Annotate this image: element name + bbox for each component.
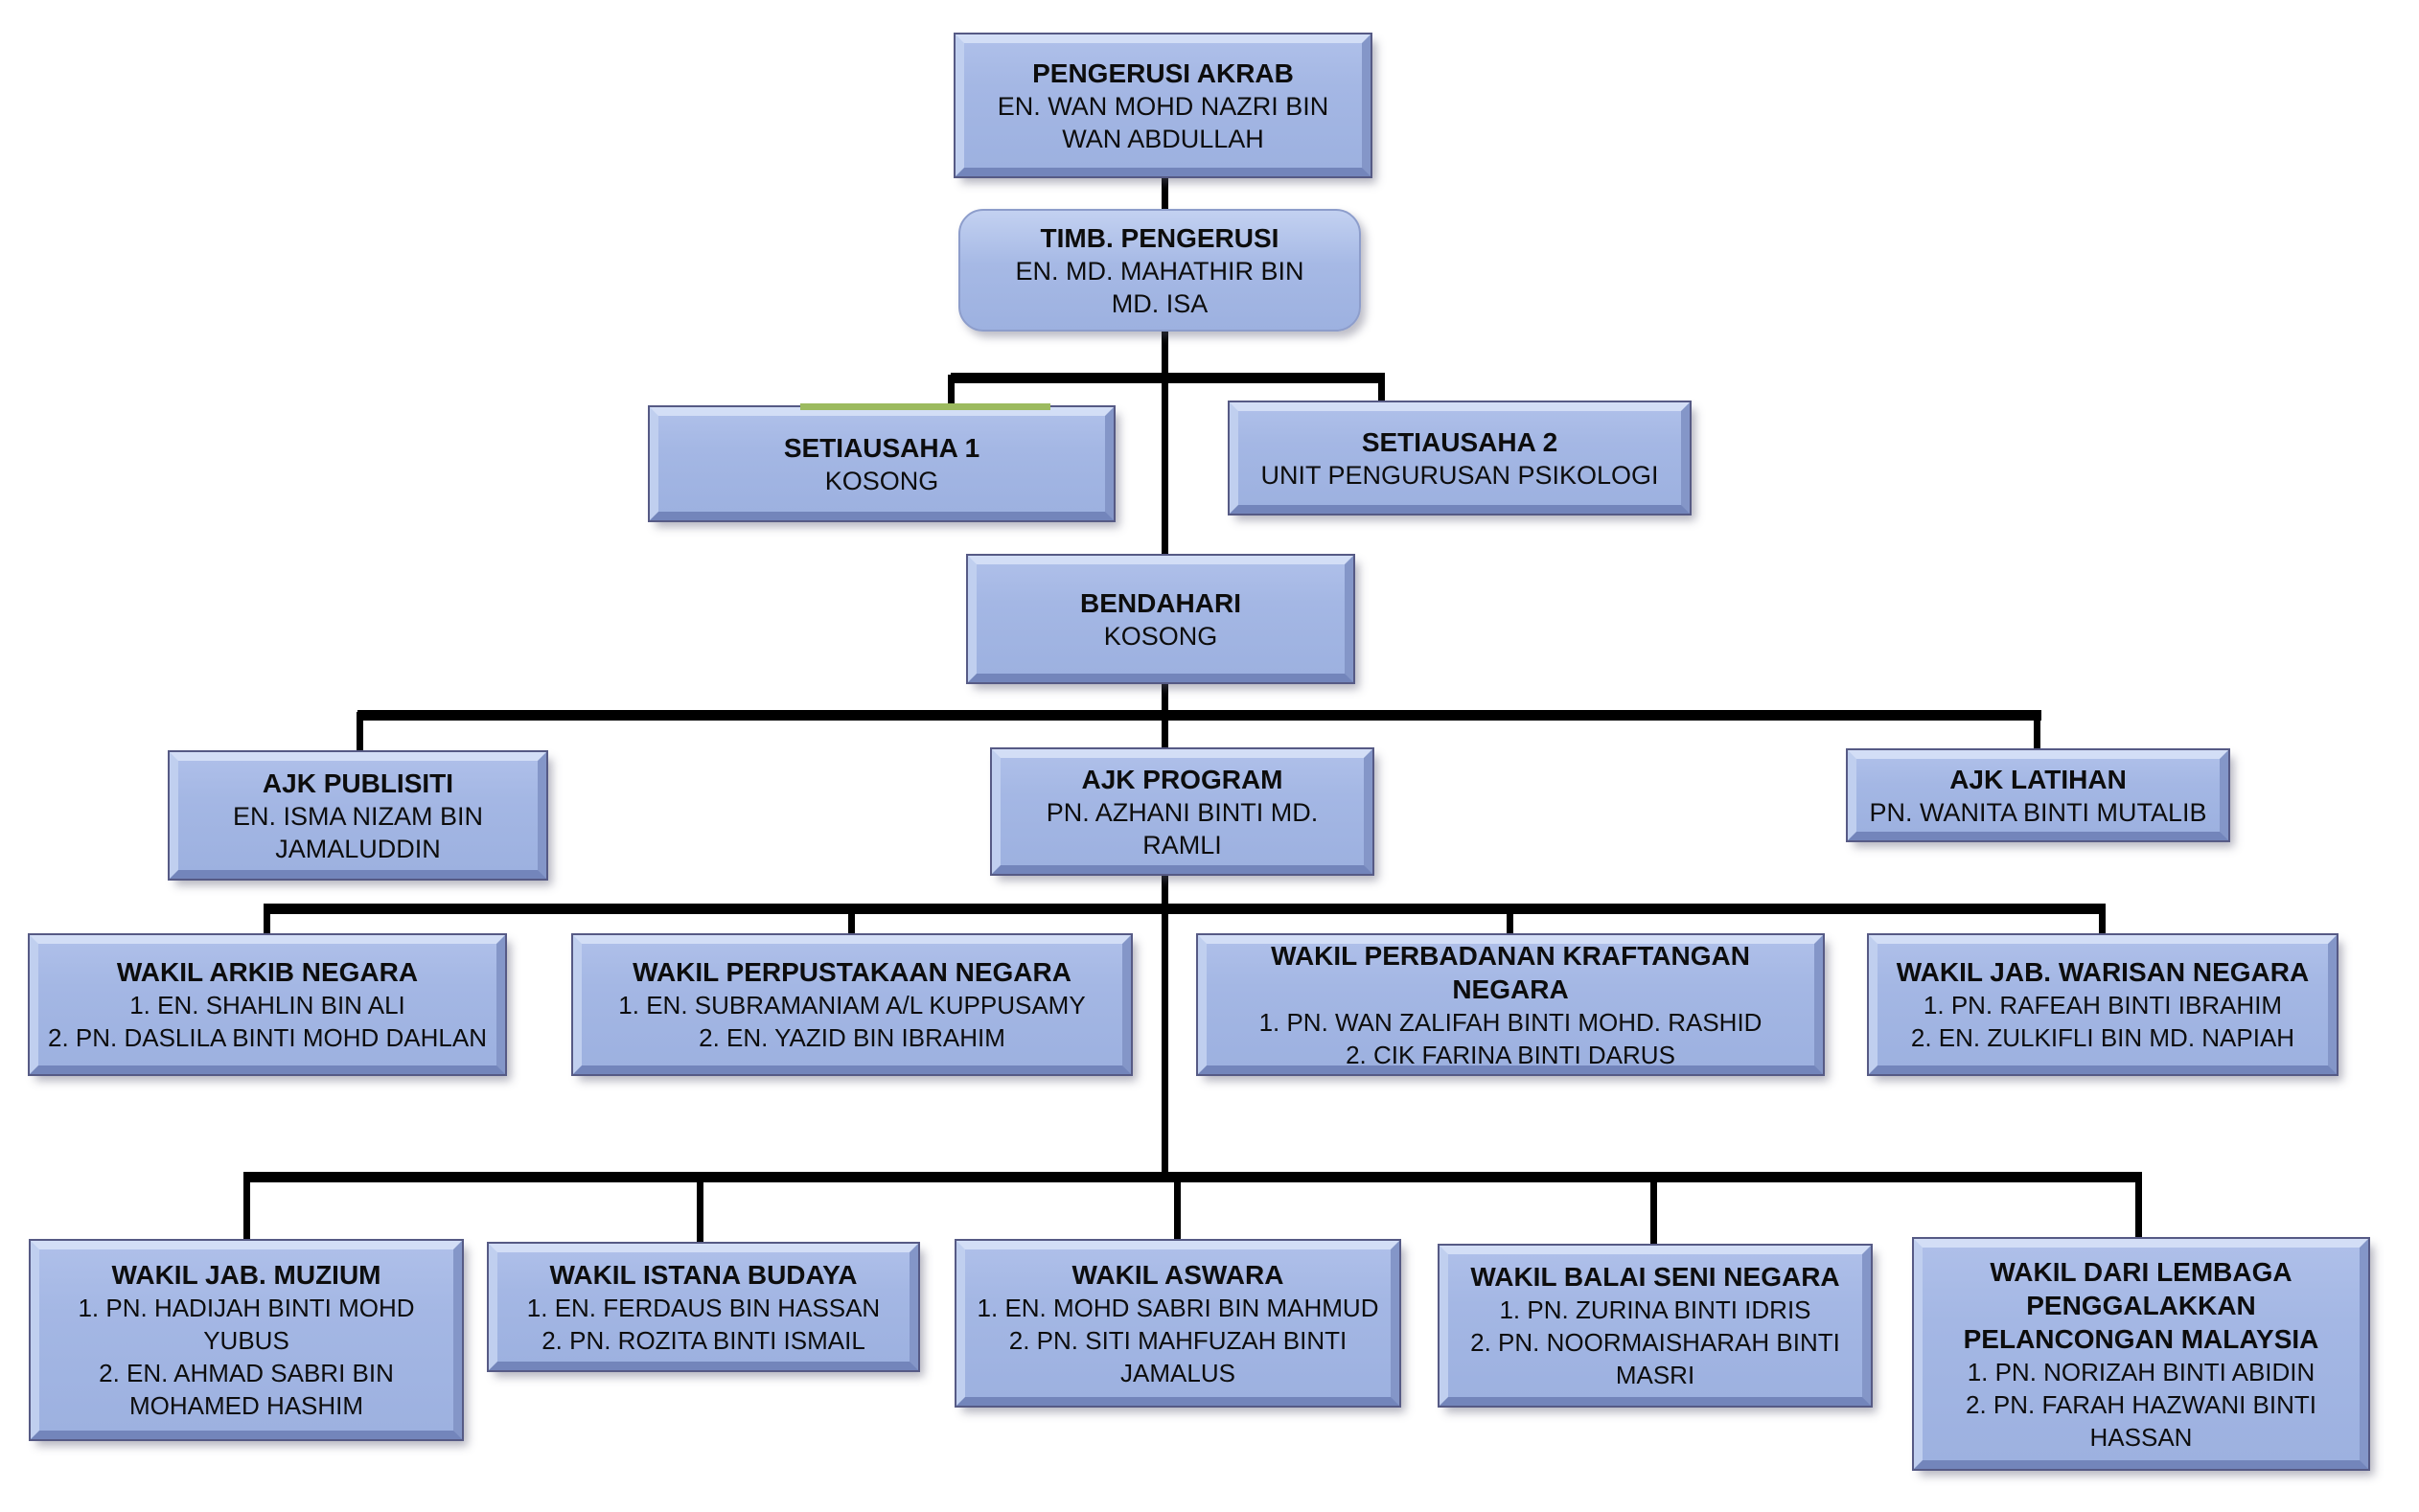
node-wakil-istana-title: WAKIL ISTANA BUDAYA (549, 1259, 858, 1290)
connector-branch-kraftangan (1507, 905, 1513, 940)
node-wakil-kraftangan: WAKIL PERBADANAN KRAFTANGAN NEGARA 1. PN… (1196, 933, 1825, 1076)
node-wakil-balai-member1: 1. PN. ZURINA BINTI IDRIS (1499, 1295, 1811, 1324)
node-wakil-warisan-member2: 2. EN. ZULKIFLI BIN MD. NAPIAH (1910, 1023, 2295, 1052)
connector-branch-muzium (243, 1174, 250, 1245)
node-wakil-aswara-member2: 2. PN. SITI MAHFUZAH BINTI JAMALUS (1008, 1325, 1348, 1387)
node-wakil-balai-member2: 2. PN. NOORMAISHARAH BINTI MASRI (1470, 1328, 1840, 1389)
connector-branch-istana (697, 1174, 703, 1248)
node-wakil-muzium-title: WAKIL JAB. MUZIUM (111, 1260, 381, 1290)
connector-branch-setiausaha2 (1378, 375, 1385, 408)
node-wakil-muzium: WAKIL JAB. MUZIUM 1. PN. HADIJAH BINTI M… (29, 1239, 464, 1441)
connector-pengerusi-timb (1162, 174, 1168, 213)
node-wakil-lembaga: WAKIL DARI LEMBAGA PENGGALAKKAN PELANCON… (1912, 1237, 2370, 1471)
node-timb-pengerusi: TIMB. PENGERUSI EN. MD. MAHATHIR BIN MD.… (958, 209, 1361, 332)
node-wakil-perpustakaan-member2: 2. EN. YAZID BIN IBRAHIM (699, 1023, 1005, 1052)
node-wakil-aswara-title: WAKIL ASWARA (1071, 1259, 1284, 1290)
node-wakil-kraftangan-member2: 2. CIK FARINA BINTI DARUS (1346, 1040, 1675, 1069)
node-wakil-aswara-member1: 1. EN. MOHD SABRI BIN MAHMUD (977, 1293, 1379, 1322)
connector-branch-latihan (2034, 712, 2040, 756)
node-wakil-lembaga-member2: 2. PN. FARAH HAZWANI BINTI HASSAN (1966, 1389, 2316, 1452)
node-setiausaha2-title: SETIAUSAHA 2 (1361, 426, 1558, 457)
connector-program-down (1162, 872, 1168, 1179)
node-wakil-arkib-member2: 2. PN. DASLILA BINTI MOHD DAHLAN (47, 1023, 487, 1052)
node-ajk-program: AJK PROGRAM PN. AZHANI BINTI MD. RAMLI (990, 747, 1374, 876)
connector-branch-arkib (264, 905, 270, 940)
connector-branch-setiausaha1 (948, 375, 955, 413)
node-wakil-kraftangan-title: WAKIL PERBADANAN KRAFTANGAN NEGARA (1271, 940, 1750, 1004)
node-wakil-balai: WAKIL BALAI SENI NEGARA 1. PN. ZURINA BI… (1438, 1244, 1873, 1408)
node-pengerusi-name: EN. WAN MOHD NAZRI BIN WAN ABDULLAH (997, 91, 1329, 153)
node-wakil-perpustakaan: WAKIL PERPUSTAKAAN NEGARA 1. EN. SUBRAMA… (571, 933, 1133, 1076)
node-bendahari-title: BENDAHARI (1080, 587, 1241, 618)
node-ajk-latihan: AJK LATIHAN PN. WANITA BINTI MUTALIB (1846, 748, 2230, 842)
node-timb-title: TIMB. PENGERUSI (1040, 222, 1279, 253)
node-bendahari: BENDAHARI KOSONG (966, 554, 1355, 684)
node-wakil-istana-member2: 2. PN. ROZITA BINTI ISMAIL (541, 1325, 865, 1355)
green-line-artifact (800, 403, 1050, 410)
node-wakil-istana: WAKIL ISTANA BUDAYA 1. EN. FERDAUS BIN H… (487, 1242, 920, 1372)
node-wakil-perpustakaan-title: WAKIL PERPUSTAKAAN NEGARA (633, 957, 1071, 987)
node-timb-name: EN. MD. MAHATHIR BIN MD. ISA (1015, 256, 1304, 318)
node-wakil-aswara: WAKIL ASWARA 1. EN. MOHD SABRI BIN MAHMU… (955, 1239, 1401, 1408)
node-setiausaha2-name: UNIT PENGURUSAN PSIKOLOGI (1260, 460, 1659, 490)
node-setiausaha1-title: SETIAUSAHA 1 (783, 432, 980, 463)
node-pengerusi-title: PENGERUSI AKRAB (1032, 57, 1294, 88)
node-ajk-program-title: AJK PROGRAM (1081, 764, 1283, 794)
node-wakil-balai-title: WAKIL BALAI SENI NEGARA (1470, 1262, 1840, 1292)
connector-branch-perpustakaan (848, 905, 855, 940)
connector-branch-warisan (2099, 905, 2106, 940)
node-wakil-muzium-member1: 1. PN. HADIJAH BINTI MOHD YUBUS (78, 1294, 415, 1355)
node-wakil-arkib: WAKIL ARKIB NEGARA 1. EN. SHAHLIN BIN AL… (28, 933, 507, 1076)
connector-timb-bendahari (1162, 330, 1168, 560)
node-wakil-warisan-title: WAKIL JAB. WARISAN NEGARA (1896, 957, 2310, 987)
connector-branch-publisiti (357, 712, 363, 758)
node-ajk-program-name: PN. AZHANI BINTI MD. RAMLI (1046, 797, 1319, 859)
node-wakil-lembaga-title: WAKIL DARI LEMBAGA PENGGALAKKAN PELANCON… (1963, 1256, 2319, 1354)
node-pengerusi: PENGERUSI AKRAB EN. WAN MOHD NAZRI BIN W… (954, 33, 1372, 178)
node-ajk-latihan-name: PN. WANITA BINTI MUTALIB (1869, 797, 2207, 827)
connector-branch-lembaga (2135, 1174, 2142, 1243)
node-wakil-arkib-member1: 1. EN. SHAHLIN BIN ALI (129, 991, 405, 1019)
node-wakil-warisan-member1: 1. PN. RAFEAH BINTI IBRAHIM (1923, 991, 2283, 1019)
connector-branch-balai (1650, 1174, 1657, 1249)
connector-bar-wakil-row1 (264, 904, 2106, 914)
node-wakil-kraftangan-member1: 1. PN. WAN ZALIFAH BINTI MOHD. RASHID (1258, 1007, 1762, 1037)
connector-bar-ajk (357, 710, 2041, 721)
node-wakil-lembaga-member1: 1. PN. NORIZAH BINTI ABIDIN (1967, 1357, 2315, 1386)
node-ajk-latihan-title: AJK LATIHAN (1949, 764, 2127, 794)
node-setiausaha1-name: KOSONG (824, 466, 939, 495)
node-bendahari-name: KOSONG (1103, 621, 1218, 651)
connector-bar-setiausaha (951, 373, 1385, 383)
node-wakil-warisan: WAKIL JAB. WARISAN NEGARA 1. PN. RAFEAH … (1867, 933, 2338, 1076)
connector-branch-aswara (1174, 1174, 1181, 1245)
connector-bar-wakil-row2 (243, 1172, 2142, 1182)
node-ajk-publisiti-name: EN. ISMA NIZAM BIN JAMALUDDIN (232, 801, 484, 863)
node-wakil-perpustakaan-member1: 1. EN. SUBRAMANIAM A/L KUPPUSAMY (618, 991, 1086, 1019)
node-setiausaha1: SETIAUSAHA 1 KOSONG (648, 405, 1116, 522)
node-wakil-muzium-member2: 2. EN. AHMAD SABRI BIN MOHAMED HASHIM (99, 1359, 394, 1420)
node-setiausaha2: SETIAUSAHA 2 UNIT PENGURUSAN PSIKOLOGI (1228, 401, 1692, 515)
node-ajk-publisiti: AJK PUBLISITI EN. ISMA NIZAM BIN JAMALUD… (168, 750, 548, 881)
node-wakil-arkib-title: WAKIL ARKIB NEGARA (116, 957, 419, 987)
node-ajk-publisiti-title: AJK PUBLISITI (262, 767, 454, 798)
node-wakil-istana-member1: 1. EN. FERDAUS BIN HASSAN (526, 1293, 881, 1322)
